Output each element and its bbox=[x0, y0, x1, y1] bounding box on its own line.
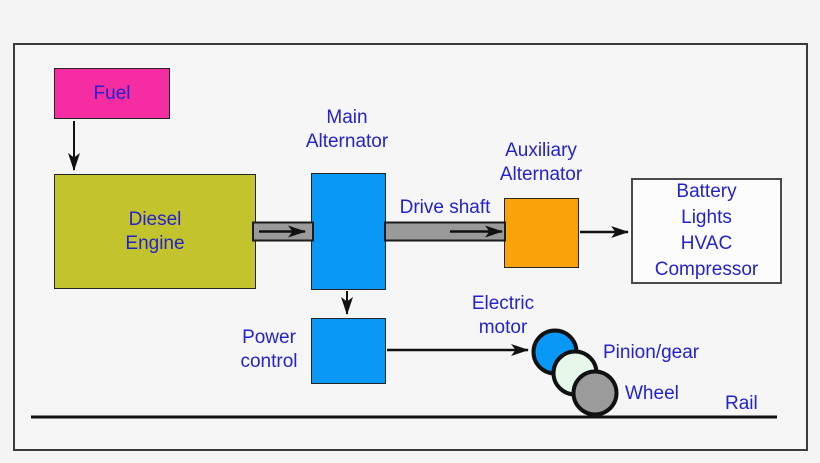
power-control-box bbox=[311, 318, 386, 384]
auxiliary-alternator-label: Auxiliary Alternator bbox=[471, 139, 611, 187]
drive-shaft-label: Drive shaft bbox=[399, 197, 491, 218]
auxiliary-alternator-label-line2: Alternator bbox=[499, 164, 583, 185]
fuel-label: Fuel bbox=[93, 82, 131, 104]
battery-box: Battery Lights HVAC Compressor bbox=[631, 178, 782, 284]
electric-motor-label-line1: Electric bbox=[471, 293, 535, 314]
hvac-label: HVAC bbox=[680, 233, 733, 254]
diesel-engine-label-line2: Engine bbox=[125, 232, 185, 254]
wheel-label: Wheel bbox=[625, 383, 679, 404]
auxiliary-alternator-label-line1: Auxiliary bbox=[505, 140, 577, 161]
power-control-label-line2: control bbox=[240, 351, 298, 372]
compressor-label: Compressor bbox=[654, 259, 759, 280]
main-alternator-label-line2: Alternator bbox=[305, 131, 389, 152]
auxiliary-alternator-box bbox=[504, 198, 579, 268]
battery-label: Battery bbox=[676, 181, 737, 202]
lights-label: Lights bbox=[681, 207, 732, 228]
power-control-label-line1: Power bbox=[242, 327, 296, 348]
power-control-label: Power control bbox=[219, 326, 319, 374]
fuel-box: Fuel bbox=[54, 68, 170, 119]
electric-motor-label-line2: motor bbox=[478, 317, 528, 338]
main-alternator-label: Main Alternator bbox=[277, 106, 417, 154]
main-alternator-label-line1: Main bbox=[326, 107, 368, 128]
electric-motor-label: Electric motor bbox=[443, 292, 563, 340]
drive-shaft-bar bbox=[384, 221, 506, 242]
wheel-circle bbox=[571, 369, 619, 417]
rail-label: Rail bbox=[725, 393, 758, 414]
pinion-gear-label: Pinion/gear bbox=[603, 342, 700, 363]
diesel-engine-label-line1: Diesel bbox=[128, 208, 182, 230]
